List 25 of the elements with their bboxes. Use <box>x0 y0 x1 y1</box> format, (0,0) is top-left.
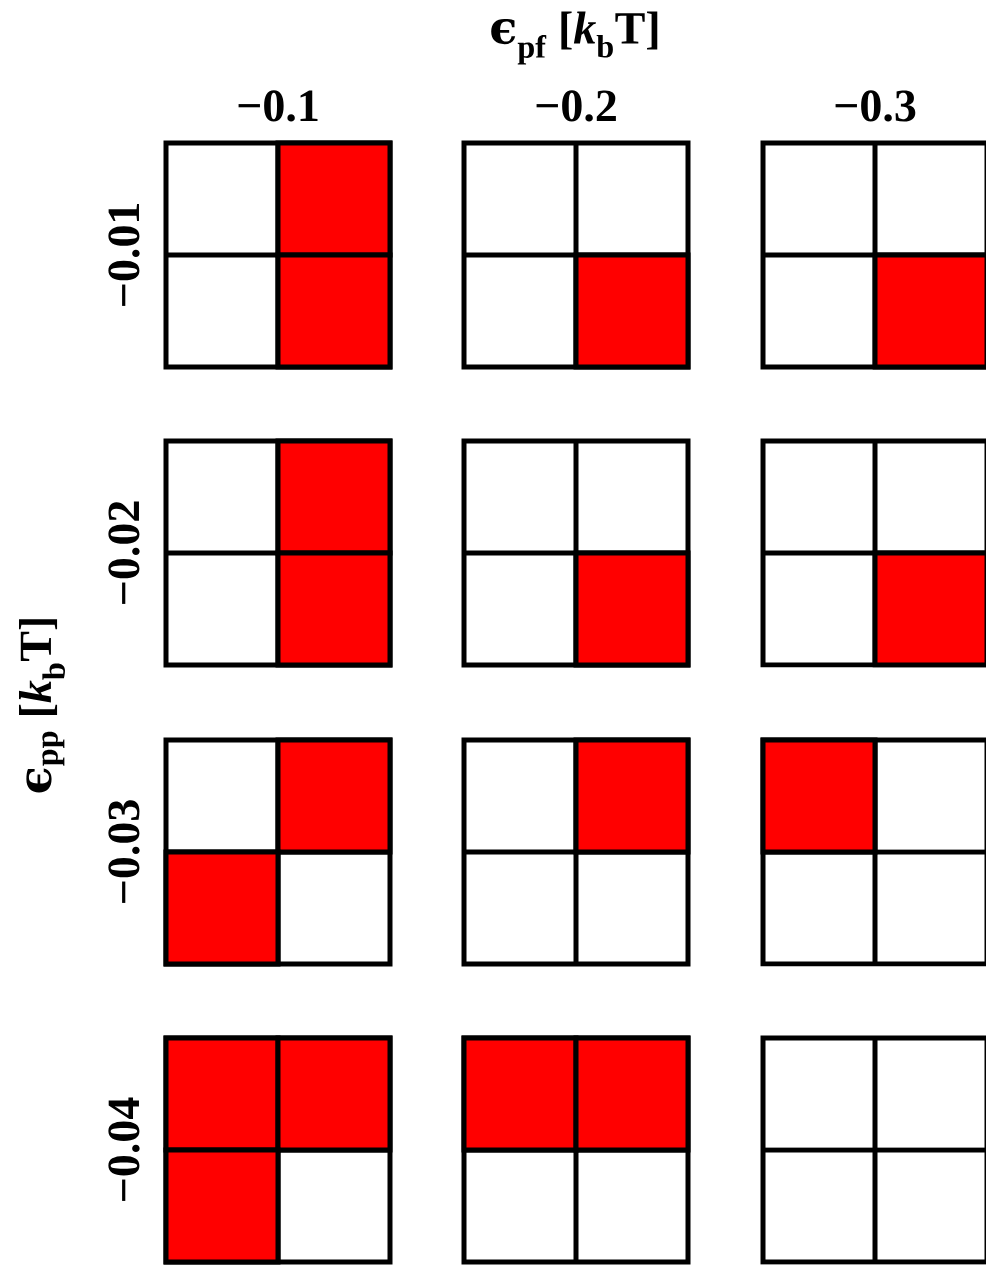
filled-cell <box>275 550 393 668</box>
row-header: −0.01 <box>108 204 140 306</box>
filled-cell <box>573 1035 691 1153</box>
filled-cell <box>275 1035 393 1153</box>
filled-cell <box>163 1147 281 1265</box>
filled-cell <box>872 550 986 668</box>
filled-cell <box>573 737 691 855</box>
axis-title: ϵ$_{pf}$ [k$_{b}$T] <box>491 11 658 65</box>
grid-panel <box>760 1035 986 1265</box>
column-header: −0.3 <box>835 90 916 122</box>
grid-panel <box>760 140 986 370</box>
column-header: −0.2 <box>536 90 616 122</box>
column-header: −0.1 <box>238 90 318 122</box>
filled-cell <box>275 737 393 855</box>
filled-cell <box>573 252 691 370</box>
filled-cell <box>163 849 281 967</box>
axis-title: ϵ$_{pp}$ [k$_{b}$T] <box>19 619 65 793</box>
row-header: −0.02 <box>108 501 140 604</box>
filled-cell <box>573 550 691 668</box>
row-header: −0.04 <box>108 1097 140 1201</box>
row-header: −0.03 <box>108 800 140 903</box>
grid-panel <box>760 438 986 668</box>
filled-cell <box>275 252 393 370</box>
filled-cell <box>760 737 878 855</box>
filled-cell <box>872 252 986 370</box>
